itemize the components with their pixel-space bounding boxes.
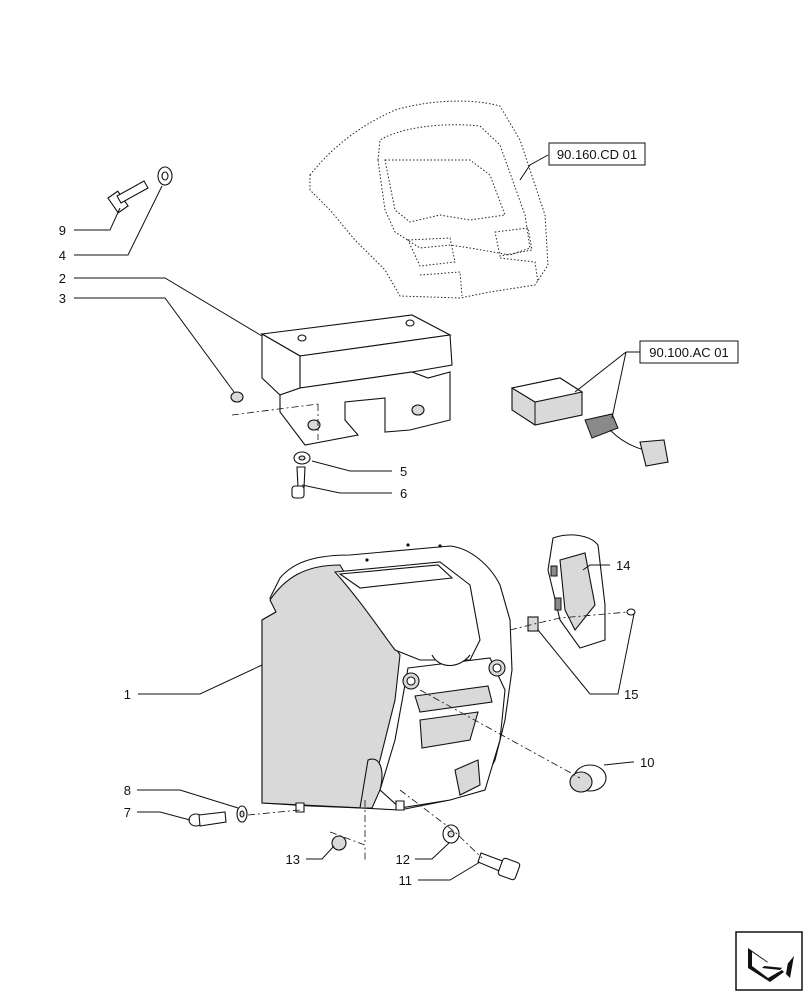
cover-part [261, 543, 513, 813]
label-6: 6 [400, 486, 407, 501]
label-15: 15 [624, 687, 638, 702]
label-12: 12 [396, 852, 410, 867]
label-8: 8 [124, 783, 131, 798]
nut-3 [230, 391, 244, 403]
label-13: 13 [286, 852, 300, 867]
label-14: 14 [616, 558, 630, 573]
bolt-7 [188, 811, 227, 827]
label-5: 5 [400, 464, 407, 479]
label-10: 10 [640, 755, 654, 770]
next-page-arrow-icon[interactable] [735, 931, 803, 991]
bolt-11 [477, 852, 521, 881]
panel-part [547, 534, 606, 649]
reference-dashboard-text: 90.160.CD 01 [557, 147, 637, 162]
bolt-6 [291, 466, 306, 499]
reference-harness[interactable]: 90.100.AC 01 [639, 340, 739, 364]
label-9: 9 [59, 223, 66, 238]
reference-dashboard[interactable]: 90.160.CD 01 [548, 142, 646, 166]
plug-10 [569, 764, 607, 793]
label-3: 3 [59, 291, 66, 306]
bolt-9 [107, 180, 149, 214]
label-4: 4 [59, 248, 66, 263]
dashboard-outline [309, 100, 549, 299]
label-11: 11 [399, 873, 413, 888]
reference-harness-text: 90.100.AC 01 [649, 345, 729, 360]
nut-13 [331, 835, 347, 851]
label-2: 2 [59, 271, 66, 286]
harness-connector [510, 377, 669, 467]
label-1: 1 [124, 687, 131, 702]
bracket-part [260, 314, 453, 446]
clip-15a [527, 616, 539, 632]
label-7: 7 [124, 805, 131, 820]
clip-15b [626, 608, 636, 616]
